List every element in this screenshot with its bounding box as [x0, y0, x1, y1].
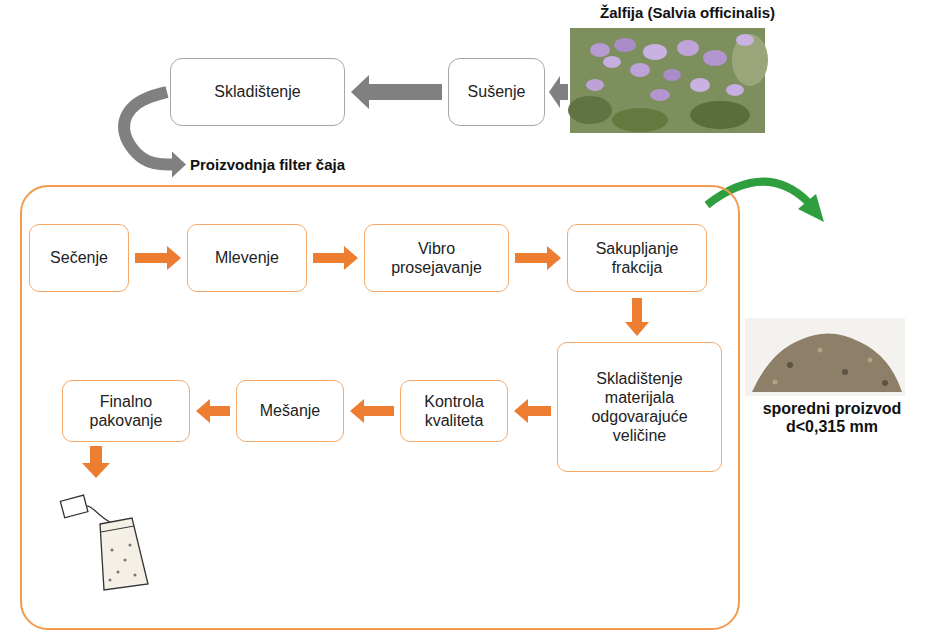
process-box: Vibro prosejavanje: [364, 224, 509, 292]
box-text: Sušenje: [468, 82, 526, 101]
box-text: Finalno pakovanje: [69, 392, 183, 430]
flow-arrow-line: [124, 92, 173, 165]
photo-title: Žalfija (Salvia officinalis): [600, 4, 840, 21]
process-box: Sakupljanje frakcija: [567, 224, 707, 292]
block-arrow: [515, 246, 561, 270]
process-box: Kontrola kvaliteta: [400, 380, 508, 442]
box-text: Sečenje: [50, 248, 108, 267]
process-box: Mešanje: [236, 380, 344, 442]
process-box: Mlevenje: [187, 224, 307, 292]
box-text: Kontrola kvaliteta: [407, 392, 501, 430]
block-arrow: [625, 298, 649, 336]
box-text: Sakupljanje frakcija: [574, 239, 700, 277]
gray-arrow: [549, 76, 568, 108]
flow-arrow: [351, 75, 442, 109]
flow-arrow: [135, 246, 181, 270]
label-holder: sporedni proizvod d<0,315 mm: [752, 400, 912, 436]
process-group: Proizvodnja filter čajaSečenjeMlevenjeVi…: [20, 185, 740, 630]
tea-bag-icon: [60, 495, 148, 590]
box-text: Vibro prosejavanje: [371, 239, 502, 277]
byproduct-label: sporedni proizvod d<0,315 mm: [752, 400, 912, 436]
box-text: Mlevenje: [215, 248, 279, 267]
block-arrow: [351, 75, 442, 109]
green-arrow: [707, 182, 808, 205]
sage-photo: [568, 28, 768, 133]
flow-arrow: [625, 298, 649, 336]
green-arrowhead: [798, 194, 824, 222]
box-text: Skladištenje: [214, 82, 300, 101]
process-box: Skladištenje materijala odgovarajuće vel…: [557, 342, 722, 472]
block-arrow: [135, 246, 181, 270]
block-arrow: [196, 399, 230, 423]
flow-arrow: [196, 399, 230, 423]
block-arrow: [350, 399, 394, 423]
label-holder: Žalfija (Salvia officinalis): [600, 4, 840, 21]
process-box: Sušenje: [448, 58, 545, 126]
flow-arrow: [313, 246, 358, 270]
box-text: Skladištenje materijala odgovarajuće vel…: [564, 369, 715, 446]
box-text: Mešanje: [260, 401, 320, 420]
block-arrow: [514, 399, 551, 423]
group-heading: Proizvodnja filter čaja: [190, 156, 345, 173]
process-box: Finalno pakovanje: [62, 380, 190, 442]
process-box: Sečenje: [29, 224, 129, 292]
arrowhead: [172, 152, 186, 178]
block-arrow: [313, 246, 358, 270]
byproduct-picture: [745, 318, 905, 396]
orange-arrow: [82, 446, 110, 478]
flow-arrow: [515, 246, 561, 270]
flow-arrow: [514, 399, 551, 423]
flow-arrow: [350, 399, 394, 423]
process-box: Skladištenje: [170, 58, 345, 126]
